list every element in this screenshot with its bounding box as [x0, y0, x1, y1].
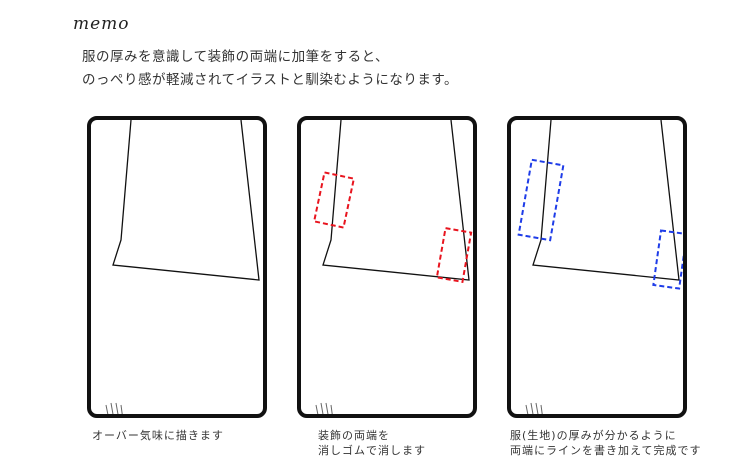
caption-line: 装飾の両端を: [318, 429, 390, 442]
sleeve-illustration-2: [312, 120, 473, 414]
caption-line: 消しゴムで消します: [318, 444, 426, 457]
sleeve-illustration-1: [105, 120, 260, 414]
line-highlight-left: [517, 158, 565, 242]
panel-overdraw: [87, 116, 267, 418]
line-highlight-right: [652, 229, 683, 290]
caption-line: オーバー気味に描きます: [92, 429, 224, 442]
intro-line-2: のっぺり感が軽減されてイラストと馴染むようになります。: [82, 72, 458, 88]
caption-panel-3: 服(生地)の厚みが分かるように 両端にラインを書き加えて完成です: [510, 428, 701, 458]
caption-panel-1: オーバー気味に描きます: [92, 428, 224, 443]
panel-erase: [297, 116, 477, 418]
sleeve-illustration-3: [517, 120, 683, 414]
memo-label: memo: [73, 14, 130, 34]
intro-text: 服の厚みを意識して装飾の両端に加筆をすると、 のっぺり感が軽減されてイラストと馴…: [82, 46, 458, 92]
caption-panel-2: 装飾の両端を 消しゴムで消します: [318, 428, 426, 458]
caption-line: 服(生地)の厚みが分かるように: [510, 429, 677, 442]
caption-line: 両端にラインを書き加えて完成です: [510, 444, 702, 457]
intro-line-1: 服の厚みを意識して装飾の両端に加筆をすると、: [82, 49, 390, 65]
panel-complete: [507, 116, 687, 418]
